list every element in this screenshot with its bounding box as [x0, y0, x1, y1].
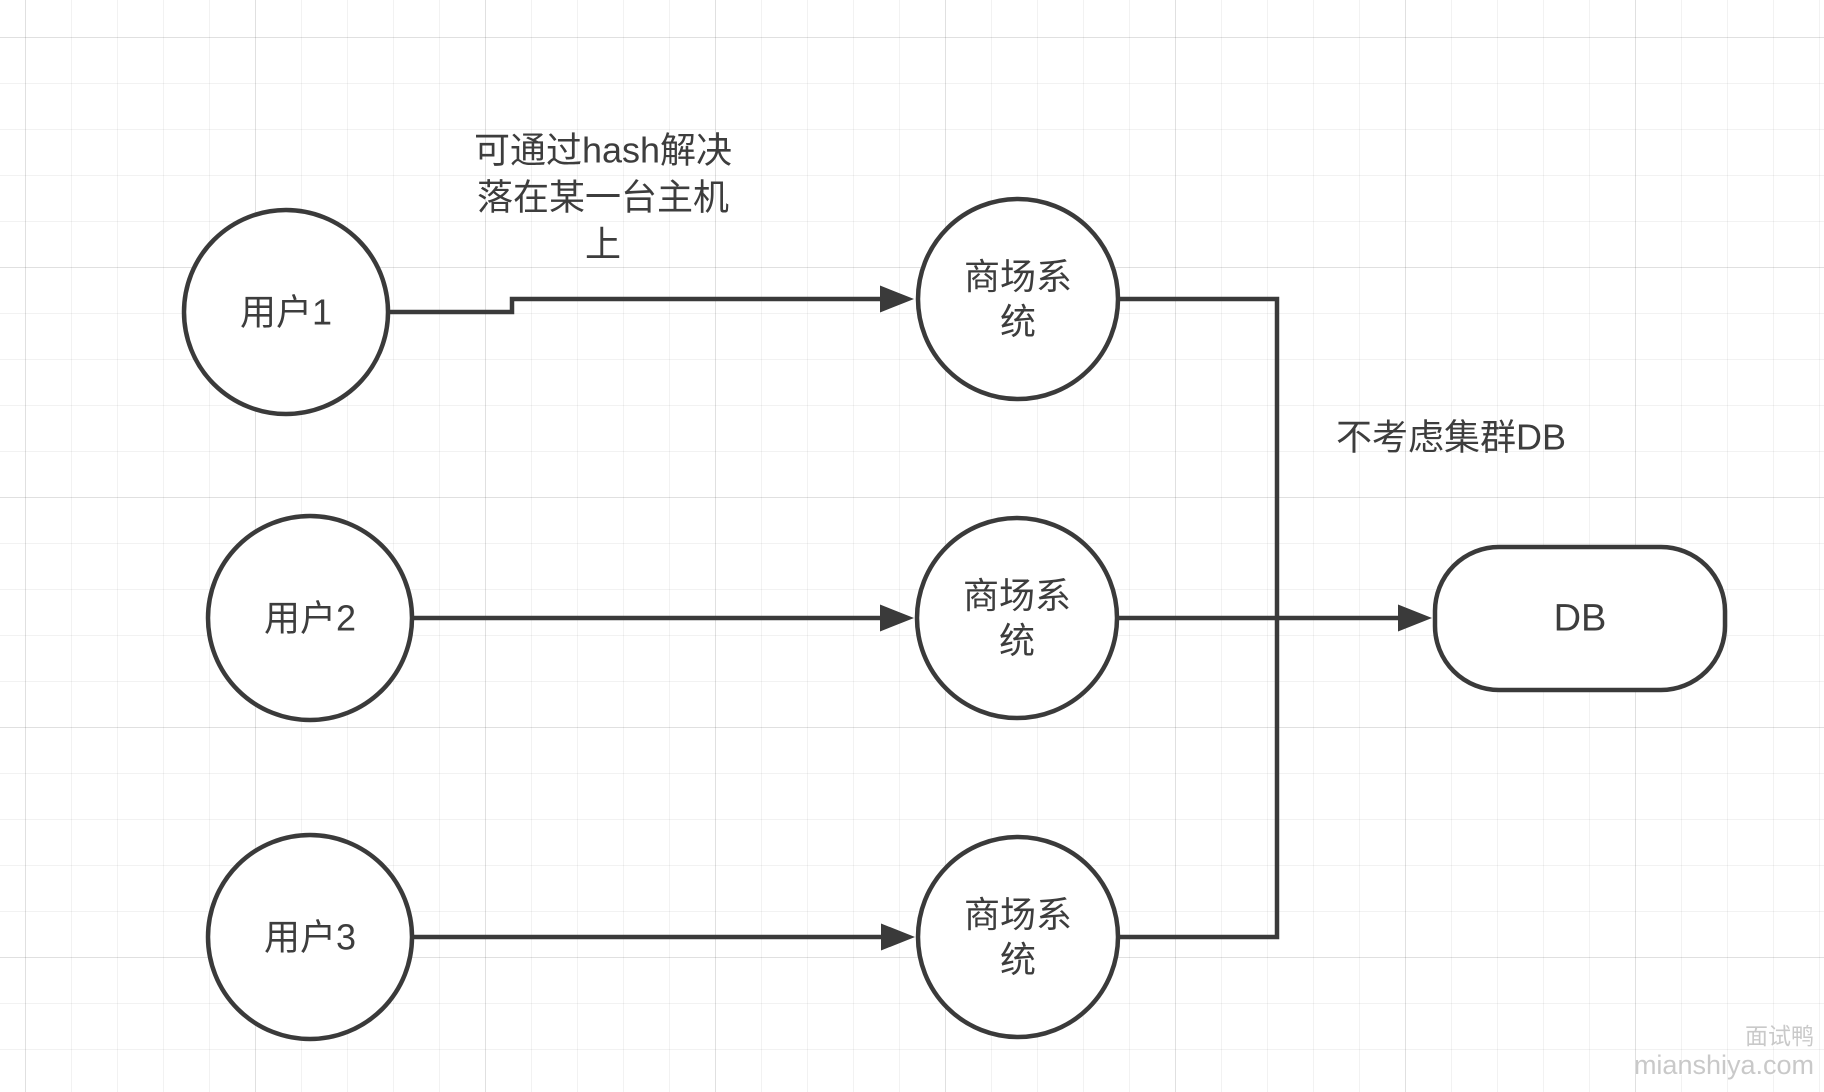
node-user3-circle	[205, 832, 415, 1042]
node-user1-circle	[181, 207, 391, 417]
node-mall1-circle	[915, 196, 1121, 402]
node-db-rect	[1432, 544, 1728, 693]
watermark-site: mianshiya.com	[1633, 1050, 1814, 1081]
nodes-group	[181, 196, 1728, 1042]
node-user2-circle	[205, 513, 415, 723]
watermark: 面试鸭 mianshiya.com	[1634, 1023, 1814, 1082]
node-mall2-circle	[914, 515, 1120, 721]
edge-user1-to-mall1	[388, 296, 884, 315]
arrowhead-db	[1398, 604, 1432, 632]
arrowhead-mall3	[881, 923, 915, 951]
arrowheads-group	[880, 285, 1432, 951]
edges-group	[388, 296, 1400, 940]
watermark-brand: 面试鸭	[1745, 1023, 1814, 1050]
arrowhead-mall1	[880, 285, 914, 313]
arrowhead-mall2	[880, 604, 914, 632]
node-mall3-circle	[915, 834, 1121, 1040]
